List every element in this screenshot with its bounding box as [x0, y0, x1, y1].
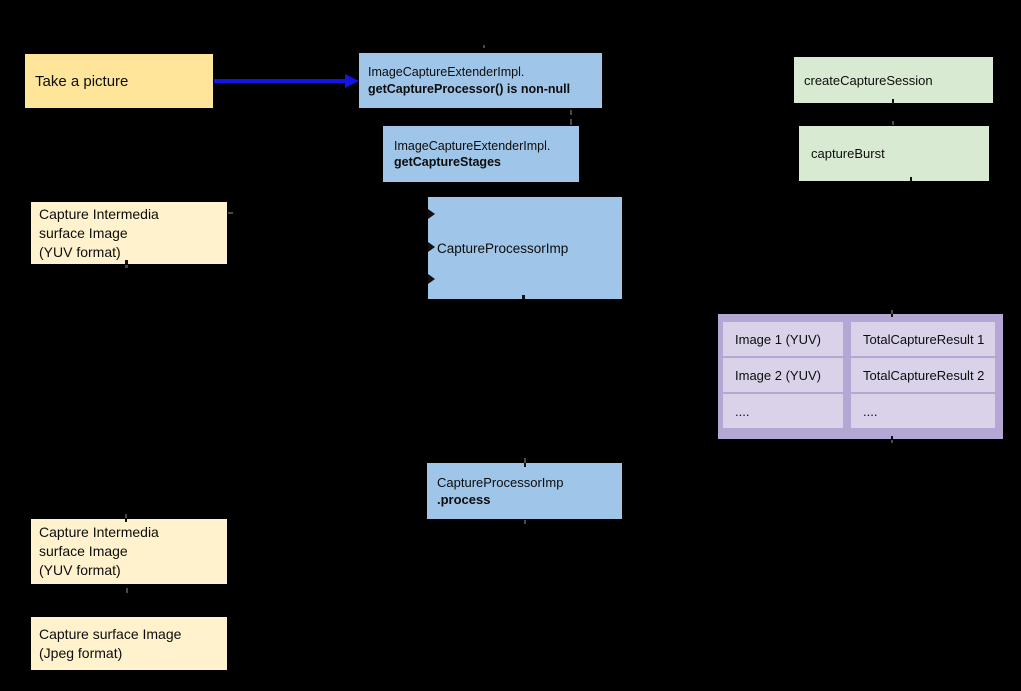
take-a-picture-label: Take a picture	[35, 72, 129, 90]
connector-remnant	[891, 314, 893, 317]
capture-processor-process-box: CaptureProcessorImp .process	[427, 463, 622, 519]
flow-arrow-right-icon	[345, 74, 359, 88]
incoming-arrowhead-icon	[428, 242, 435, 252]
capture-results-table: Image 1 (YUV) TotalCaptureResult 1 Image…	[718, 314, 1003, 439]
table-cell-result-1: TotalCaptureResult 1	[851, 322, 995, 356]
create-capture-session-label: createCaptureSession	[804, 72, 933, 88]
connector-remnant	[524, 458, 526, 463]
connector-remnant	[125, 265, 128, 268]
intermedia-2-line2: surface Image	[39, 543, 128, 559]
capture-burst-box: captureBurst	[799, 126, 989, 181]
connector-remnant	[892, 99, 894, 104]
extender-a-line1: ImageCaptureExtenderImpl.	[368, 65, 525, 79]
table-cell-result-2: TotalCaptureResult 2	[851, 358, 995, 392]
table-cell-result-more: ....	[851, 394, 995, 428]
intermedia-surface-yuv-box-1: Capture Intermedia surface Image (YUV fo…	[31, 202, 227, 264]
extender-b-line1: ImageCaptureExtenderImpl.	[394, 138, 551, 153]
incoming-arrowhead-icon	[428, 274, 435, 284]
connector-remnant	[570, 119, 572, 125]
table-cell-image-more: ....	[723, 394, 843, 428]
intermedia-2-line3: (YUV format)	[39, 562, 121, 578]
connector-remnant	[891, 440, 893, 443]
jpeg-surface-box: Capture surface Image (Jpeg format)	[31, 617, 227, 670]
extender-b-line2: getCaptureStages	[394, 155, 501, 169]
table-cell-image-1: Image 1 (YUV)	[723, 322, 843, 356]
connector-remnant	[483, 45, 485, 48]
get-capture-stages-box: ImageCaptureExtenderImpl. getCaptureStag…	[383, 126, 579, 182]
take-a-picture-box: Take a picture	[25, 54, 213, 108]
capture-processor-box: CaptureProcessorImp	[428, 197, 622, 299]
connector-remnant	[891, 436, 893, 439]
process-line1: CaptureProcessorImp	[437, 475, 564, 490]
intermedia-surface-yuv-box-2: Capture Intermedia surface Image (YUV fo…	[31, 519, 227, 584]
connector-remnant	[892, 121, 894, 125]
intermedia-1-line3: (YUV format)	[39, 243, 121, 260]
create-capture-session-box: createCaptureSession	[794, 57, 993, 103]
connector-remnant	[570, 110, 572, 115]
connector-remnant	[228, 212, 233, 214]
connector-remnant	[910, 177, 912, 181]
get-capture-processor-box: ImageCaptureExtenderImpl. getCaptureProc…	[359, 53, 602, 108]
table-cell-image-2: Image 2 (YUV)	[723, 358, 843, 392]
flow-arrow-line	[214, 79, 346, 83]
jpeg-line1: Capture surface Image	[39, 625, 182, 642]
connector-remnant	[524, 520, 526, 524]
connector-remnant	[524, 463, 526, 467]
intermedia-2-line1: Capture Intermedia	[39, 524, 159, 540]
process-line2: .process	[437, 492, 491, 507]
intermedia-1-line1: Capture Intermedia	[39, 205, 159, 222]
capture-processor-label: CaptureProcessorImp	[437, 240, 569, 256]
connector-remnant	[891, 310, 893, 314]
intermedia-1-line2: surface Image	[39, 224, 128, 241]
connector-remnant	[125, 260, 128, 264]
capture-burst-label: captureBurst	[811, 146, 885, 161]
incoming-arrowhead-icon	[428, 209, 435, 219]
jpeg-line2: (Jpeg format)	[39, 644, 123, 661]
connector-remnant	[125, 514, 127, 518]
connector-remnant	[125, 519, 127, 522]
connector-remnant	[126, 588, 128, 593]
extender-a-line2: getCaptureProcessor() is non-null	[368, 81, 571, 96]
connector-remnant	[522, 295, 525, 299]
